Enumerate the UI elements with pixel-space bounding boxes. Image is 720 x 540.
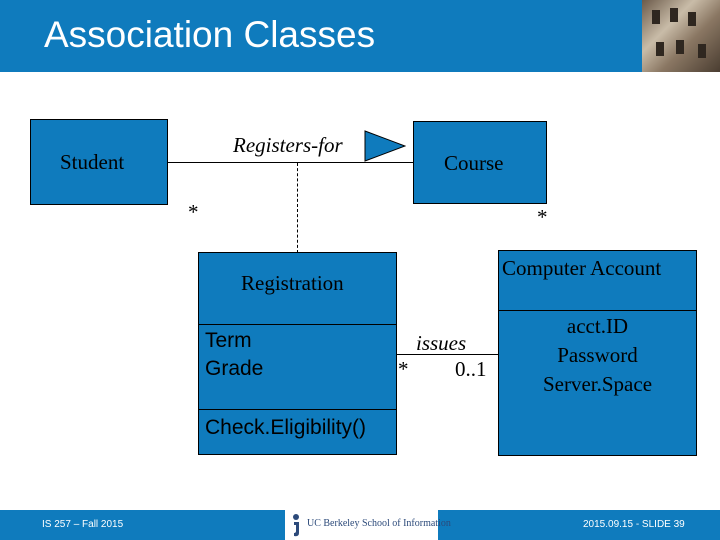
title-bar [0,0,720,72]
course-class-name: Course [444,151,504,175]
student-class-name: Student [60,150,125,174]
footer-slide-number: 2015.09.15 - SLIDE 39 [583,519,685,530]
issues-line [397,354,498,355]
registers-for-line [168,162,413,163]
computer-account-attr-server-space: Server.Space [542,372,653,396]
computer-account-attr-divider [498,310,697,311]
computer-account-class-box[interactable] [498,250,697,456]
registration-ops-divider [198,409,397,410]
course-class-box[interactable] [413,121,547,204]
registration-attr-divider [198,324,397,325]
registration-attr-term: Term [205,329,252,352]
multiplicity-student-end: * [188,200,199,224]
footer-course-label: IS 257 – Fall 2015 [42,519,124,530]
logo-mark-icon [293,514,299,537]
registration-class-box[interactable] [198,252,397,455]
multiplicity-issues-left: * [398,357,409,381]
computer-account-attr-password: Password [557,343,638,367]
registers-for-label: Registers-for [233,133,343,157]
school-logo: UC Berkeley School of Information [285,510,451,540]
computer-account-attr-acct-id: acct.ID [566,314,629,338]
school-logo-text: UC Berkeley School of Information [307,518,451,529]
registration-op-check-eligibility: Check.Eligibility() [205,416,367,439]
student-class-box[interactable] [30,119,168,205]
direction-arrow-icon [364,130,406,162]
registration-attr-grade: Grade [205,357,264,380]
computer-account-class-name: Computer Account [502,256,662,280]
issues-label: issues [416,331,467,355]
multiplicity-course-end: * [537,205,548,229]
association-class-link [297,163,298,253]
registration-class-name: Registration [241,271,344,295]
slide-title: Association Classes [44,14,376,55]
building-photo [642,0,720,72]
multiplicity-issues-right: 0..1 [455,357,487,381]
